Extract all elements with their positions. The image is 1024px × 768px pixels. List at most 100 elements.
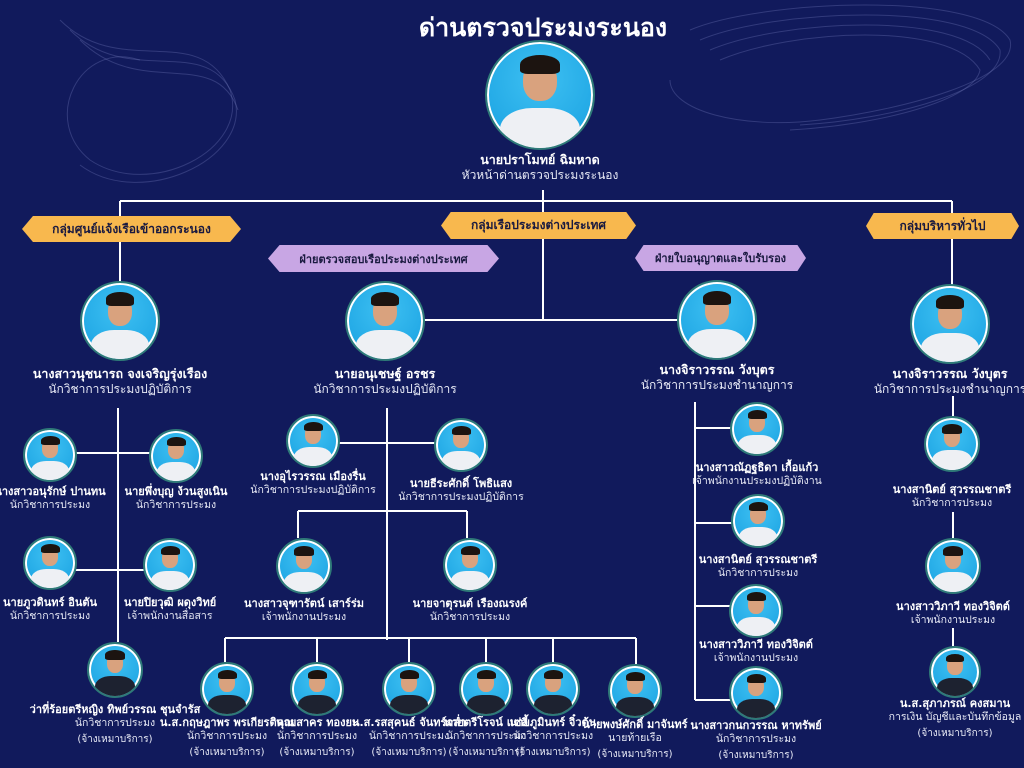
avatar-sanit [731,494,785,548]
person-name: นางสาวจุฑารัตน์ เสาร์ร่ม [243,597,365,610]
person-name: นางอุไรวรรณ เมืองรื่น [260,470,366,483]
person-card-supaporn: น.ส.สุภาภรณ์ คงสมานการเงิน บัญชีและบันทึ… [889,697,1022,740]
person-name: นางสานิตย์ สุวรรณชาตรี [698,553,818,566]
person-position: นักวิชาการประมง [717,567,799,580]
person-position: นักวิชาการประมงปฏิบัติการ [48,382,192,397]
avatar-phuengboon [149,429,203,483]
person-card-jaturon: นายจาตุรนต์ เรืองณรงค์นักวิชาการประมง [413,597,528,625]
person-name: นางสาวกนกวรรณ หาทรัพย์ [690,719,822,732]
page-title: ด่านตรวจประมงระนอง [418,13,668,42]
person-card-sanit: นางสานิตย์ สุวรรณชาตรีนักวิชาการประมง [699,553,818,581]
avatar-thippawan [87,642,143,698]
person-employment-note: (จ้างเหมาบริการ) [917,727,993,739]
avatar-thirasak [434,418,488,472]
avatar-rossukon [382,662,436,716]
person-card-sakhon: นายสาคร ทองยะนักวิชาการประมง(จ้างเหมาบริ… [276,716,358,759]
section-banner-licensing: ฝ่ายใบอนุญาตและใบรับรอง [635,245,806,271]
person-position: เจ้าพนักงานประมง [713,652,799,665]
person-name: นายพึ่งบุญ ง้วนสูงเนิน [124,485,228,498]
person-position: นักวิชาการประมง [429,611,511,624]
person-position: นักวิชาการประมงปฏิบัติการ [398,491,524,504]
person-employment-note: (จ้างเหมาบริการ) [189,746,265,758]
person-name: นางสาววิภาวี ทองวิจิตต์ [699,638,813,651]
avatar-phongsak [608,664,662,718]
avatar-wipawee [729,584,783,638]
group-banner-foreign-vessels: กลุ่มเรือประมงต่างประเทศ [441,212,636,239]
person-card-kanok: นางสาวกนกวรรณ หาทรัพย์นักวิชาการประมง (จ้… [690,719,821,762]
person-name: ว่าที่ร้อยตรีหญิง ทิพย์วรรณ ชุนจำรัส [29,703,201,716]
person-card-anurak: นางสาวอนุรักษ์ ปานทนนักวิชาการประมง [0,485,106,513]
person-card-phongsak: นายพงษ์ศักดิ์ มาจันทร์นายท้ายเรือ (จ้างเห… [582,718,687,761]
person-position: นักวิชาการประมงปฏิบัติการ [313,382,457,397]
person-card-jutharat: นางสาวจุฑารัตน์ เสาร์ร่มเจ้าพนักงานประมง [244,597,364,625]
person-position: นายท้ายเรือ [608,732,662,745]
group-banner-general-admin: กลุ่มบริหารทั่วไป [866,213,1019,239]
avatar-supaporn [929,646,981,698]
person-name: นายพงษ์ศักดิ์ มาจันทร์ [582,718,688,731]
avatar-phuwadin [23,536,77,590]
person-employment-note: (จ้างเหมาบริการ) [279,746,355,758]
person-name: นายสาคร ทองยะ [276,716,358,729]
person-name: นายปิยวุฒิ ผดุงวิทย์ [123,596,217,609]
person-card-tiro: นายตรีโรจน์ แซ่ลี้นักวิชาการประมง (จ้างเห… [444,716,528,759]
person-card-phumin: นายภูมินทร์ จิ๋วต้นนักวิชาการประมง(จ้างเ… [510,716,596,759]
person-position: เจ้าพนักงานประมง [261,611,347,624]
person-position: นักวิชาการประมง [445,730,527,743]
person-card-rossukon: น.ส.รสสุคนธ์ จันทร์กล่ำนักวิชาการประมง (จ… [352,716,466,759]
person-name: นางจิราวรรณ วังบุตร [659,362,775,377]
person-position: นักวิชาการประมงชำนาญการ [640,378,794,393]
avatar-phumin [526,662,580,716]
person-card-sanit2: นางสานิตย์ สุวรรณชาตรีนักวิชาการประมง [893,483,1012,511]
person-name: นางจิราวรรณ วังบุตร [892,366,1008,381]
person-employment-note: (จ้างเหมาบริการ) [371,746,447,758]
person-employment-note: (จ้างเหมาบริการ) [597,748,673,760]
person-card-urai: นางอุไรวรรณ เมืองรื่นนักวิชาการประมงปฏิบ… [250,470,375,498]
avatar-tiro [459,662,513,716]
person-name: นายจาตุรนต์ เรืองณรงค์ [412,597,528,610]
person-name: นางสานิตย์ สุวรรณชาตรี [892,483,1012,496]
person-card-piyawut: นายปิยวุฒิ ผดุงวิทย์เจ้าพนักงานสื่อสาร [124,596,216,624]
section-banner-inspection: ฝ่ายตรวจสอบเรือประมงต่างประเทศ [268,245,499,272]
person-position: เจ้าพนักงานสื่อสาร [127,610,213,623]
person-name: นายภูวดินทร์ อินตัน [2,596,98,609]
person-name: นางสาวนุชนารถ จงเจริญรุ่งเรือง [32,366,208,381]
person-name: นายธีระศักดิ์ โพธิแสง [409,477,513,490]
person-position: นักวิชาการประมง [9,499,91,512]
person-position: นักวิชาการประมงชำนาญการ [873,382,1024,397]
person-name: น.ส.รสสุคนธ์ จันทร์กล่ำ [351,716,467,729]
person-position: เจ้าพนักงานประมงปฏิบัติงาน [692,475,822,488]
person-card-head: นายปราโมทย์ ฉิมหาดหัวหน้าด่านตรวจประมงระ… [462,152,619,184]
person-employment-note: (จ้างเหมาบริการ) [718,749,794,761]
avatar-wipawee2 [925,538,981,594]
person-card-wipawee2: นางสาววิภาวี ทองวิจิตต์เจ้าพนักงานประมง [896,600,1010,628]
avatar-adm-lead [910,284,990,364]
person-position: เจ้าพนักงานประมง [910,614,996,627]
person-name: นายปราโมทย์ ฉิมหาด [480,152,600,167]
avatar-nattida [730,402,784,456]
person-position: นักวิชาการประมงปฏิบัติการ [250,484,376,497]
avatar-sanit2 [924,416,980,472]
avatar-anurak [23,428,77,482]
person-position: นักวิชาการประมง [368,730,450,743]
person-card-phuwadin: นายภูวดินทร์ อินตันนักวิชาการประมง [3,596,97,624]
person-card-thippawan: ว่าที่ร้อยตรีหญิง ทิพย์วรรณ ชุนจำรัสนักว… [30,703,201,746]
person-name: นายตรีโรจน์ แซ่ลี้ [443,716,529,729]
avatar-left-lead [80,281,160,361]
person-position: นักวิชาการประมง [9,610,91,623]
person-position: นักวิชาการประมง [715,733,797,746]
person-position: นักวิชาการประมง [74,717,156,730]
avatar-kanok [729,666,783,720]
person-employment-note: (จ้างเหมาบริการ) [515,746,591,758]
avatar-jaturon [443,538,497,592]
person-card-phuengboon: นายพึ่งบุญ ง้วนสูงเนินนักวิชาการประมง [125,485,228,513]
person-position: นักวิชาการประมง [186,730,268,743]
person-card-wipawee: นางสาววิภาวี ทองวิจิตต์เจ้าพนักงานประมง [699,638,813,666]
person-card-adm-lead: นางจิราวรรณ วังบุตรนักวิชาการประมงชำนาญก… [874,366,1024,398]
person-employment-note: (จ้างเหมาบริการ) [77,733,153,745]
avatar-kritsaphat [200,662,254,716]
person-name: นายอนุเชษฐ์ อรชร [334,366,436,381]
person-card-lic-lead: นางจิราวรรณ วังบุตรนักวิชาการประมงชำนาญก… [641,362,793,394]
person-position: นักวิชาการประมง [911,497,993,510]
person-employment-note: (จ้างเหมาบริการ) [448,746,524,758]
